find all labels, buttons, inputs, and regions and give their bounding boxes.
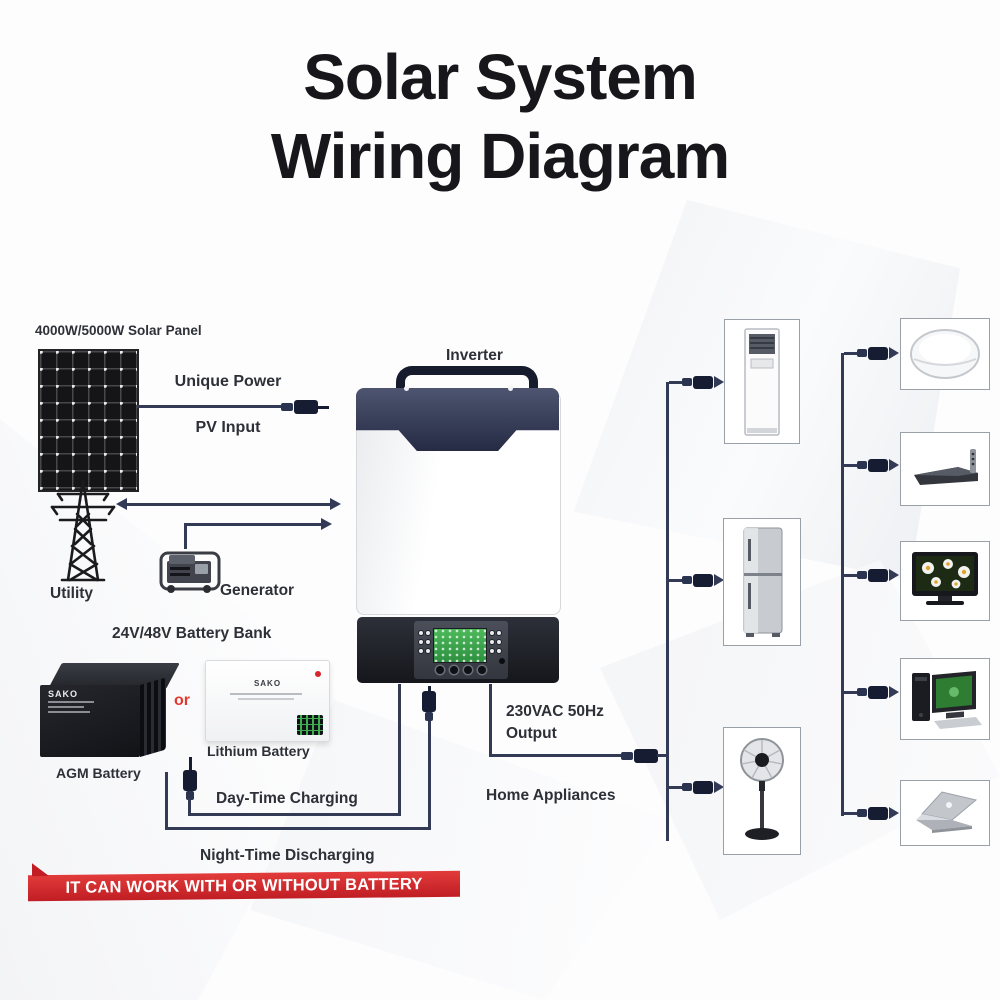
title-line-2: Wiring Diagram xyxy=(270,120,730,192)
inverter-battery-plug-icon xyxy=(422,686,436,721)
output-wire xyxy=(657,754,669,757)
refrigerator-icon xyxy=(743,527,783,637)
branch-plug-icon xyxy=(669,779,724,795)
ceiling-light-icon xyxy=(910,329,980,379)
agm-battery-icon: SAKO xyxy=(40,663,180,761)
utility-tower-icon xyxy=(50,479,116,582)
inverter-button[interactable] xyxy=(436,666,444,674)
title-line-1: Solar System xyxy=(303,41,698,113)
discharge-wire xyxy=(165,772,168,830)
output-wire xyxy=(489,684,492,757)
screw-icon xyxy=(508,386,513,391)
charge-wire xyxy=(188,798,191,816)
television-icon xyxy=(912,552,978,605)
television-box xyxy=(900,541,990,621)
agm-battery-label: AGM Battery xyxy=(56,765,141,781)
appliance-bus-right xyxy=(841,353,844,816)
charge-wire xyxy=(398,684,401,816)
pv-input-label: PV Input xyxy=(195,419,261,436)
refrigerator-box xyxy=(723,518,801,646)
generator-wire-horizontal xyxy=(184,523,322,526)
discharge-wire xyxy=(165,827,431,830)
desktop-computer-icon xyxy=(912,671,982,729)
lithium-battery-icon: SAKO xyxy=(205,660,330,742)
agm-brand: SAKO xyxy=(48,689,79,699)
battery-plug-icon xyxy=(183,757,197,800)
pv-plug-icon xyxy=(281,400,329,414)
day-charging-label: Day-Time Charging xyxy=(216,790,358,807)
or-label: or xyxy=(174,692,190,709)
inverter-button[interactable] xyxy=(478,666,486,674)
battery-optional-banner: IT CAN WORK WITH OR WITHOUT BATTERY xyxy=(28,870,460,902)
media-player-box xyxy=(900,432,990,506)
laptop-box xyxy=(900,780,990,846)
utility-wire xyxy=(127,503,331,506)
laptop-icon xyxy=(916,791,978,833)
media-player-icon xyxy=(914,449,978,485)
branch-plug-icon xyxy=(844,684,899,700)
stand-fan-icon xyxy=(740,738,784,840)
ceiling-light-box xyxy=(900,318,990,390)
arrow-left-icon xyxy=(116,498,127,510)
solar-panel-label: 4000W/5000W Solar Panel xyxy=(35,323,202,338)
output-wire xyxy=(489,754,623,757)
generator-icon xyxy=(159,551,221,593)
air-conditioner-icon xyxy=(744,327,780,436)
discharge-wire xyxy=(428,718,431,830)
battery-bank-heading: 24V/48V Battery Bank xyxy=(112,625,272,642)
output-voltage-label: 230VAC 50Hz xyxy=(506,703,604,720)
lithium-battery-label: Lithium Battery xyxy=(207,743,310,759)
charge-wire xyxy=(188,813,401,816)
output-plug-icon xyxy=(621,749,658,763)
page-title: Solar System Wiring Diagram xyxy=(0,38,1000,196)
generator-label: Generator xyxy=(220,582,295,599)
arrow-right-icon xyxy=(330,498,341,510)
banner-text: IT CAN WORK WITH OR WITHOUT BATTERY xyxy=(65,874,423,897)
inverter-handle xyxy=(396,366,538,409)
pv-wire xyxy=(137,405,283,408)
lithium-brand: SAKO xyxy=(253,679,282,688)
inverter-button[interactable] xyxy=(450,666,458,674)
generator-wire-vertical xyxy=(184,525,187,549)
home-appliances-label: Home Appliances xyxy=(486,787,616,804)
night-discharging-label: Night-Time Discharging xyxy=(200,847,375,864)
battery-display xyxy=(297,715,323,735)
utility-label: Utility xyxy=(50,585,94,602)
desktop-computer-box xyxy=(900,658,990,740)
stand-fan-box xyxy=(723,727,801,855)
branch-plug-icon xyxy=(844,567,899,583)
solar-panel-icon xyxy=(38,349,139,492)
branch-plug-icon xyxy=(844,345,899,361)
branch-plug-icon xyxy=(844,457,899,473)
inverter-label: Inverter xyxy=(446,347,503,364)
screw-icon xyxy=(404,386,409,391)
status-led xyxy=(315,671,321,677)
unique-power-label: Unique Power xyxy=(174,373,282,390)
inverter-button[interactable] xyxy=(464,666,472,674)
inverter-lcd-screen xyxy=(433,628,487,663)
branch-plug-icon xyxy=(669,374,724,390)
arrow-right-icon xyxy=(321,518,332,530)
branch-plug-icon xyxy=(844,805,899,821)
output-label: Output xyxy=(506,725,557,742)
air-conditioner-box xyxy=(724,319,800,444)
branch-plug-icon xyxy=(669,572,724,588)
appliance-bus-left xyxy=(666,382,669,841)
